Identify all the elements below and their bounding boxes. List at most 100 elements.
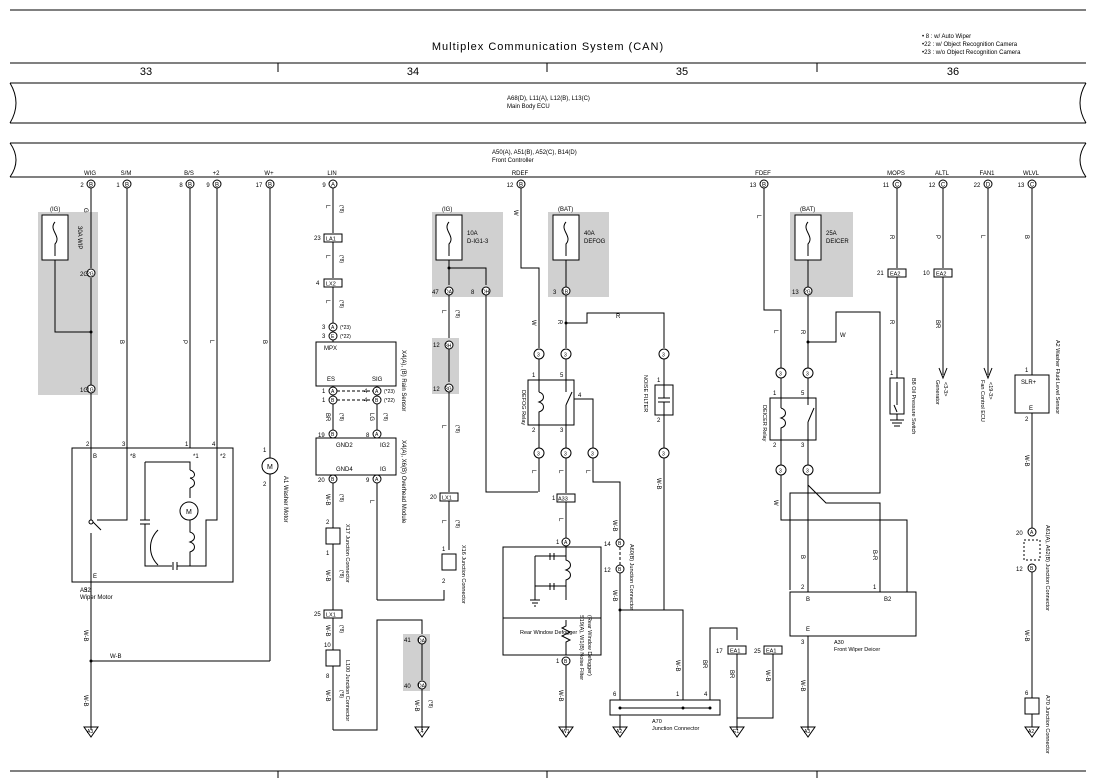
svg-text:L: L [755, 215, 761, 219]
svg-text:P: P [934, 235, 940, 239]
svg-text:A70: A70 [652, 719, 662, 725]
ground-a2-left: A2 [616, 729, 622, 735]
svg-text:(BAT): (BAT) [558, 207, 573, 213]
svg-text:(*8): (*8) [454, 425, 460, 433]
svg-text:1G: 1G [87, 388, 94, 394]
svg-text:EA2: EA2 [936, 272, 946, 278]
svg-text:L: L [440, 520, 446, 524]
svg-text:B/S: B/S [184, 171, 194, 177]
svg-text:W-B: W-B [324, 570, 330, 582]
svg-text:(*8): (*8) [338, 205, 344, 213]
svg-text:LX1: LX1 [442, 496, 452, 502]
svg-text:2: 2 [801, 585, 805, 591]
svg-text:12: 12 [433, 387, 440, 393]
svg-text:MPX: MPX [324, 346, 337, 352]
svg-text:3: 3 [322, 334, 326, 340]
svg-text:3: 3 [806, 372, 809, 378]
overhead-module [315, 437, 397, 476]
svg-text:3: 3 [591, 452, 594, 458]
svg-text:B: B [331, 432, 335, 438]
svg-text:B: B [188, 183, 192, 189]
a60-label: A60(B) Junction Connector [628, 544, 634, 610]
svg-text:D: D [986, 183, 991, 189]
svg-text:41: 41 [404, 638, 411, 644]
svg-text:<3-3>: <3-3> [942, 382, 948, 396]
svg-text:9: 9 [206, 183, 210, 189]
washer-level-label: A2 Washer Fluid Level Sensor [1054, 340, 1060, 414]
svg-text:2: 2 [326, 520, 330, 526]
svg-text:3: 3 [779, 469, 782, 475]
svg-text:B: B [519, 183, 523, 189]
svg-text:1G: 1G [80, 388, 88, 394]
svg-text:(*8): (*8) [338, 690, 344, 698]
svg-text:B: B [618, 541, 622, 547]
svg-text:C: C [941, 183, 946, 189]
svg-text:+2: +2 [213, 171, 221, 177]
svg-text:4: 4 [212, 442, 216, 448]
ground-e1: E1 [733, 729, 739, 735]
svg-text:DEFOG: DEFOG [584, 239, 606, 245]
svg-text:1: 1 [1025, 368, 1029, 374]
pin-rdef: RDEF 12 B [507, 171, 529, 189]
svg-text:*2: *2 [220, 454, 226, 460]
svg-text:1: 1 [532, 373, 536, 379]
ground-a3-left: A3 [87, 729, 93, 735]
svg-text:P: P [181, 340, 187, 344]
svg-text:B: B [331, 398, 335, 404]
svg-text:3: 3 [662, 353, 665, 359]
x17-label: X17 Junction Connector [344, 524, 350, 583]
svg-text:20: 20 [318, 478, 325, 484]
svg-text:EA1: EA1 [766, 649, 776, 655]
svg-text:L: L [557, 470, 563, 474]
svg-text:(*22): (*22) [340, 334, 351, 340]
washer-fluid-level-sensor [1014, 374, 1050, 414]
wiper-motor [71, 447, 234, 583]
page-title: Multiplex Communication System (CAN) [432, 41, 664, 53]
svg-text:3: 3 [122, 442, 126, 448]
svg-text:1: 1 [442, 547, 446, 553]
svg-text:LIN: LIN [327, 171, 336, 177]
svg-text:5: 5 [560, 373, 564, 379]
svg-text:1B: 1B [562, 290, 569, 296]
svg-text:Front Wiper Deicer: Front Wiper Deicer [834, 647, 880, 653]
svg-text:3: 3 [537, 353, 540, 359]
rain-sensor [315, 341, 397, 387]
svg-text:LX2: LX2 [326, 282, 336, 288]
washer-motor-label: A1 Washer Motor [282, 476, 288, 522]
svg-text:20: 20 [430, 495, 437, 501]
svg-text:1: 1 [322, 389, 326, 395]
ground-l4: L4 [418, 729, 424, 735]
svg-text:W+: W+ [264, 171, 274, 177]
svg-text:A: A [331, 389, 335, 395]
svg-text:1: 1 [116, 183, 120, 189]
svg-text:23: 23 [314, 236, 321, 242]
svg-text:B: B [564, 659, 568, 665]
svg-text:SLR+: SLR+ [1021, 380, 1037, 386]
svg-text:W-B: W-B [611, 520, 617, 532]
svg-text:W-B: W-B [82, 630, 88, 642]
svg-text:4: 4 [704, 692, 708, 698]
svg-text:W-B: W-B [764, 670, 770, 682]
svg-text:5: 5 [801, 391, 805, 397]
svg-text:(*8): (*8) [338, 625, 344, 633]
svg-text:(BAT): (BAT) [800, 207, 815, 213]
svg-text:A: A [564, 540, 568, 546]
svg-text:10A: 10A [467, 231, 478, 237]
svg-text:(*8): (*8) [338, 413, 344, 421]
svg-text:EA1: EA1 [730, 649, 740, 655]
svg-text:21: 21 [877, 271, 884, 277]
svg-text:R: R [616, 314, 621, 320]
svg-text:1: 1 [326, 551, 330, 557]
svg-text:BR: BR [934, 320, 940, 329]
main-body-ecu-connectors: A68(D), L11(A), L12(B), L13(C) [507, 96, 590, 102]
a61-label: A61(A), A62(B) Junction Connector [1044, 525, 1050, 611]
svg-text:B: B [125, 183, 129, 189]
l100-label: L100 Junction Connector [344, 660, 350, 721]
svg-text:2: 2 [80, 183, 84, 189]
a70b-label: A70 Junction Connector [1044, 695, 1050, 754]
svg-text:3G: 3G [445, 387, 452, 393]
svg-text:(*22): (*22) [384, 398, 395, 404]
svg-text:1: 1 [185, 442, 189, 448]
ground-a2-right: A2 [1028, 729, 1034, 735]
svg-text:2: 2 [442, 579, 446, 585]
